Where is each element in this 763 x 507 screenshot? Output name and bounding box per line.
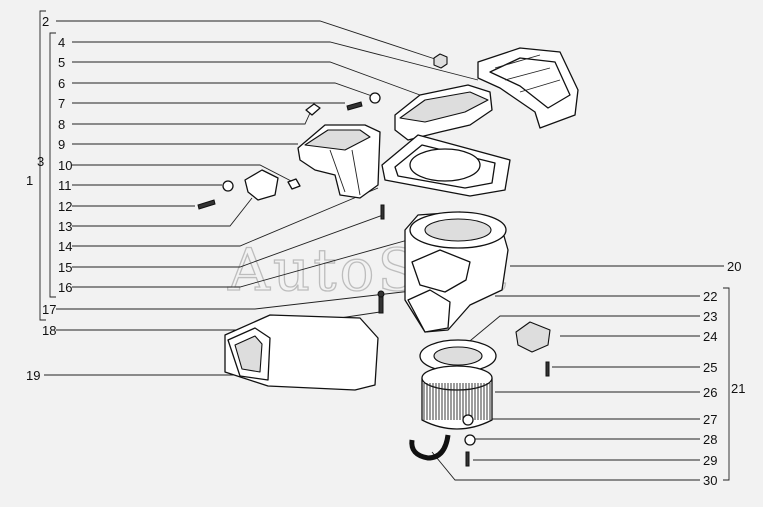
blower-housing-part: [404, 211, 509, 333]
label-30: 30: [703, 473, 717, 488]
label-21: 21: [731, 381, 745, 396]
label-17: 17: [42, 302, 56, 317]
label-2: 2: [42, 14, 49, 29]
bolt-head-part-18: [377, 290, 385, 298]
label-22: 22: [703, 289, 717, 304]
fan-impeller-part: [421, 365, 493, 430]
bracket-group-3: [49, 32, 56, 298]
label-26: 26: [703, 385, 717, 400]
label-4: 4: [58, 35, 65, 50]
label-5: 5: [58, 55, 65, 70]
label-16: 16: [58, 280, 72, 295]
label-23: 23: [703, 309, 717, 324]
washer-part-27: [462, 414, 474, 426]
washer-part-11: [222, 180, 234, 192]
leader-lines: [44, 20, 724, 481]
screw-part-25: [545, 361, 550, 377]
label-27: 27: [703, 412, 717, 427]
bracket-group-1: [39, 10, 46, 321]
washer-part-6: [369, 92, 381, 104]
bracket-part-13: [244, 169, 279, 201]
label-6: 6: [58, 76, 65, 91]
nut-part-2: [433, 53, 448, 69]
label-11: 11: [58, 178, 72, 193]
clip-part-8: [305, 103, 321, 116]
label-1: 1: [26, 173, 33, 188]
label-13: 13: [58, 219, 72, 234]
label-12: 12: [58, 199, 72, 214]
label-25: 25: [703, 360, 717, 375]
bracket-group-21: [723, 287, 730, 481]
label-29: 29: [703, 453, 717, 468]
screw-part-29: [465, 451, 470, 467]
upper-housing-part: [477, 47, 579, 129]
bolt-part-15: [380, 204, 385, 220]
label-15: 15: [58, 260, 72, 275]
washer-part-28: [464, 434, 476, 446]
filter-frame-part: [381, 134, 511, 197]
flap-housing-part: [297, 124, 381, 199]
label-18: 18: [42, 323, 56, 338]
clip-part-10: [287, 178, 301, 190]
air-guide-cover-part: [394, 84, 493, 141]
label-9: 9: [58, 137, 65, 152]
label-24: 24: [703, 329, 717, 344]
label-10: 10: [58, 158, 72, 173]
screw-part-12: [197, 199, 216, 210]
label-28: 28: [703, 432, 717, 447]
drain-hose-part-30: [409, 434, 451, 461]
screw-part-7: [346, 101, 363, 111]
inlet-duct-part: [224, 314, 379, 391]
resistor-part-24: [515, 321, 551, 353]
label-20: 20: [727, 259, 741, 274]
label-3: 3: [37, 154, 44, 169]
label-7: 7: [58, 96, 65, 111]
label-19: 19: [26, 368, 40, 383]
label-8: 8: [58, 117, 65, 132]
motor-flange-part: [419, 339, 497, 373]
label-14: 14: [58, 239, 72, 254]
